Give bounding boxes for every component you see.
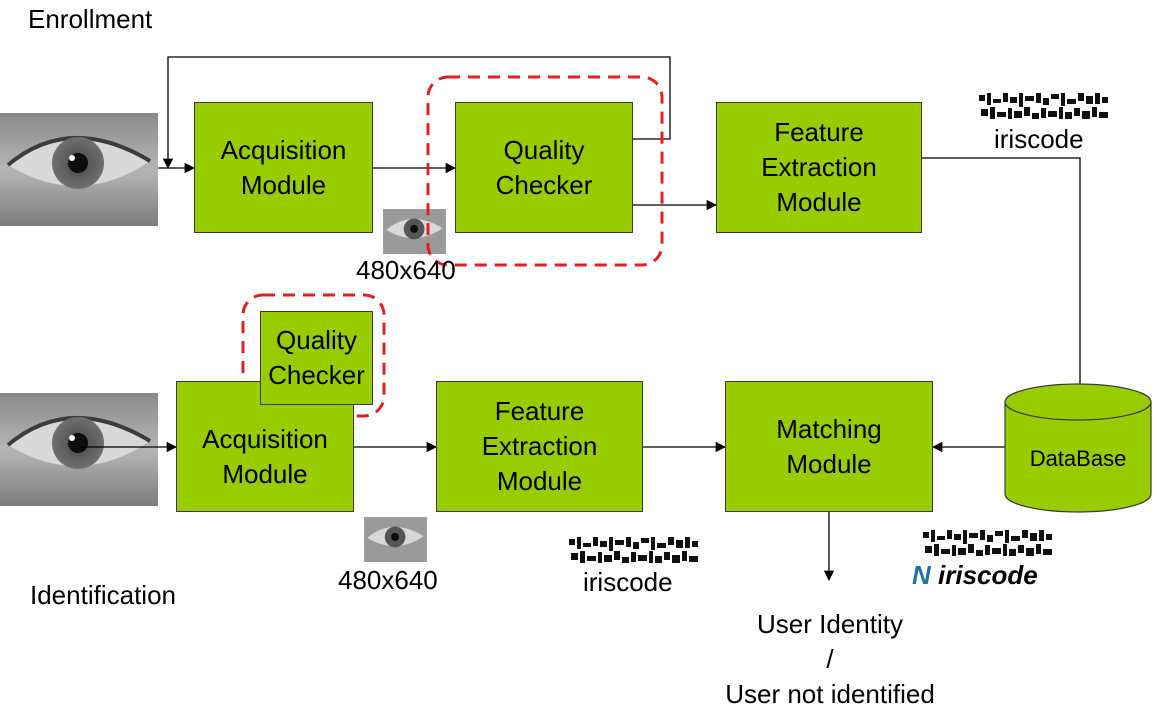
result-separator: /: [826, 644, 834, 674]
identification-eye-image: [0, 393, 158, 506]
n-iriscode-label: N iriscode: [912, 560, 1038, 591]
database-label: DataBase: [1029, 446, 1127, 471]
identification-quality-label: Quality Checker: [268, 325, 365, 390]
matching-module: Matching Module: [725, 381, 933, 512]
enrollment-acquisition-module: Acquisition Module: [194, 102, 373, 233]
identification-feature-extraction-module: Feature Extraction Module: [436, 381, 643, 512]
result-user-identity: User Identity: [757, 609, 903, 639]
identification-heading: Identification: [30, 580, 176, 610]
n-iriscode-text: iriscode: [938, 560, 1038, 590]
enrollment-feature-label: Feature Extraction Module: [761, 117, 877, 217]
enrollment-eye-image: [0, 113, 158, 226]
n-count-letter: N: [912, 560, 931, 590]
enrollment-resolution-label: 480x640: [356, 255, 456, 285]
identification-feature-label: Feature Extraction Module: [481, 396, 598, 496]
database-iriscode-pattern: [923, 530, 1052, 560]
enrollment-feature-extraction-module: Feature Extraction Module: [716, 102, 922, 233]
enrollment-quality-label: Quality Checker: [495, 134, 593, 200]
enrollment-iriscode-pattern: [979, 93, 1108, 123]
enrollment-eye-thumbnail: [383, 209, 446, 254]
result-user-not-identified: User not identified: [725, 679, 935, 709]
enrollment-acquisition-label: Acquisition Module: [220, 134, 347, 200]
identification-acquisition-label: Acquisition Module: [202, 423, 328, 489]
identification-iriscode-pattern: [569, 537, 698, 567]
enrollment-quality-checker: Quality Checker: [455, 102, 633, 233]
identification-eye-thumbnail: [364, 517, 427, 562]
identification-quality-checker: Quality Checker: [260, 311, 373, 405]
matching-module-label: Matching Module: [776, 413, 882, 479]
identification-resolution-label: 480x640: [338, 565, 438, 595]
identification-iriscode-label: iriscode: [583, 567, 673, 597]
enrollment-iriscode-label: iriscode: [994, 124, 1084, 154]
enrollment-heading: Enrollment: [28, 4, 153, 34]
database-cylinder: [1004, 383, 1152, 513]
